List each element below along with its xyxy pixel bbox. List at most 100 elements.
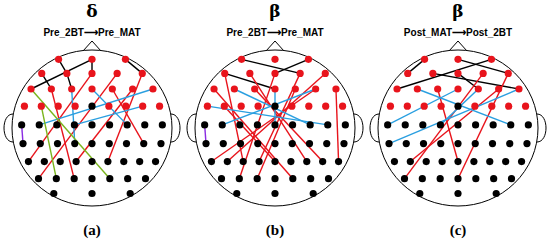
electrode-dot bbox=[129, 85, 136, 92]
connectivity-line bbox=[410, 89, 498, 162]
electrode-dot bbox=[472, 175, 479, 182]
electrode-dot bbox=[224, 158, 231, 165]
electrode-dot bbox=[384, 121, 391, 128]
electrode-dot bbox=[54, 140, 61, 147]
connectivity-line bbox=[234, 89, 310, 125]
electrode-dot bbox=[237, 140, 244, 147]
electrode-dot bbox=[221, 103, 228, 110]
electrode-dot bbox=[312, 85, 319, 92]
electrode-dot bbox=[271, 140, 278, 147]
electrode-dot bbox=[429, 70, 436, 77]
electrode-dot bbox=[71, 121, 78, 128]
electrode-dot bbox=[454, 175, 461, 182]
head-outline bbox=[378, 50, 538, 206]
electrode-dot bbox=[88, 85, 95, 92]
connectivity-line bbox=[275, 59, 308, 73]
electrode-dot bbox=[454, 70, 461, 77]
electrode-dot bbox=[319, 158, 326, 165]
electrode-dot bbox=[488, 103, 495, 110]
electrode-dot bbox=[421, 56, 428, 63]
electrode-dot bbox=[437, 175, 444, 182]
electrode-dot bbox=[106, 140, 113, 147]
electrode-dot bbox=[490, 175, 497, 182]
head-outline bbox=[12, 50, 172, 206]
electrode-dot bbox=[236, 175, 243, 182]
electrode-dot bbox=[88, 158, 95, 165]
electrode-dot bbox=[139, 103, 146, 110]
electrode-dot bbox=[505, 70, 512, 77]
connectivity-line bbox=[211, 89, 315, 162]
electrode-dot bbox=[305, 103, 312, 110]
electrode-dot bbox=[438, 103, 445, 110]
electrode-dot bbox=[57, 158, 64, 165]
electrode-dot bbox=[402, 121, 409, 128]
electrode-dot bbox=[114, 70, 121, 77]
electrode-dot bbox=[21, 103, 28, 110]
electrode-dot bbox=[73, 158, 80, 165]
electrode-dot bbox=[385, 140, 392, 147]
electrode-dot bbox=[332, 85, 339, 92]
electrode-dot bbox=[122, 56, 129, 63]
electrode-dot bbox=[488, 56, 495, 63]
electrode-dot bbox=[88, 70, 95, 77]
electrode-dot bbox=[271, 190, 278, 197]
electrode-dot bbox=[454, 190, 461, 197]
connectivity-line bbox=[336, 89, 339, 162]
electrode-dot bbox=[233, 190, 240, 197]
band-symbol: δ bbox=[86, 3, 97, 20]
electrode-dot bbox=[495, 85, 502, 92]
electrode-dot bbox=[271, 121, 278, 128]
electrode-dot bbox=[470, 158, 477, 165]
electrode-dot bbox=[221, 70, 228, 77]
electrode-dot bbox=[208, 158, 215, 165]
electrode-dot bbox=[271, 85, 278, 92]
electrode-dot bbox=[416, 190, 423, 197]
electrode-dot bbox=[71, 175, 78, 182]
condition-label: Pre_2BT⟶Pre_MAT bbox=[226, 28, 323, 38]
electrode-dot bbox=[324, 121, 331, 128]
electrode-dot bbox=[136, 158, 143, 165]
condition-label: Pre_2BT⟶Pre_MAT bbox=[43, 28, 140, 38]
electrode-dot bbox=[486, 158, 493, 165]
electrode-dot bbox=[236, 121, 243, 128]
electrode-dot bbox=[37, 140, 44, 147]
electrode-dot bbox=[522, 103, 529, 110]
electrode-dot bbox=[123, 140, 130, 147]
electrode-dot bbox=[240, 158, 247, 165]
electrode-dot bbox=[323, 140, 330, 147]
electrode-dot bbox=[508, 175, 515, 182]
connectivity-line bbox=[397, 59, 491, 89]
electrode-dot bbox=[288, 103, 295, 110]
electrode-dot bbox=[106, 121, 113, 128]
electrode-dot bbox=[289, 121, 296, 128]
electrode-dot bbox=[41, 158, 48, 165]
electrode-dot bbox=[218, 175, 225, 182]
electrode-dot bbox=[421, 103, 428, 110]
electrode-dot bbox=[254, 140, 261, 147]
electrode-dot bbox=[159, 121, 166, 128]
electrode-dot bbox=[419, 121, 426, 128]
electrode-dot bbox=[254, 121, 261, 128]
electrode-dot bbox=[454, 121, 461, 128]
connectivity-line bbox=[31, 89, 110, 179]
connectivity-line bbox=[389, 89, 519, 144]
electrode-dot bbox=[68, 85, 75, 92]
condition-label: Post_MAT⟶Post_2BT bbox=[404, 28, 512, 38]
electrode-dot bbox=[493, 190, 500, 197]
electrode-dot bbox=[322, 103, 329, 110]
electrode-dot bbox=[104, 158, 111, 165]
electrode-dot bbox=[124, 121, 131, 128]
electrode-dot bbox=[342, 121, 349, 128]
panel-label: (b) bbox=[266, 223, 284, 238]
connectivity-line bbox=[239, 73, 275, 178]
electrode-dot bbox=[72, 103, 79, 110]
electrode-dot bbox=[437, 121, 444, 128]
electrode-dot bbox=[142, 175, 149, 182]
electrode-dot bbox=[292, 85, 299, 92]
electrode-dot bbox=[88, 175, 95, 182]
electrode-dot bbox=[256, 158, 263, 165]
electrode-dot bbox=[480, 70, 487, 77]
electrode-dot bbox=[515, 85, 522, 92]
electrode-dot bbox=[454, 85, 461, 92]
electrode-dot bbox=[220, 140, 227, 147]
